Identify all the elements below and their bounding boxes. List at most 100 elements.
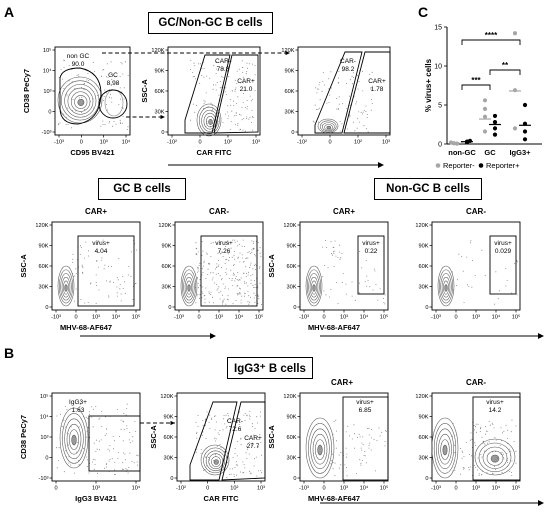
r2p2-ytick: 120K: [158, 223, 171, 229]
c-point-Reporter+: [467, 138, 473, 143]
b1-gate-name: IgG3+: [69, 399, 87, 406]
p1-ytick: 10⁵: [43, 47, 52, 54]
b3-xtick: -10³: [299, 486, 309, 492]
p2-contour: [208, 119, 213, 125]
b1-xtick: 0: [54, 486, 57, 492]
b3-xtick: 0: [322, 486, 325, 492]
b3-gate: [342, 396, 389, 481]
p1-contour: [57, 76, 103, 124]
b3-ytick: 30K: [287, 456, 297, 462]
r2p2-gate-value: 7.26: [218, 248, 231, 255]
c-point-Reporter-: [482, 114, 488, 119]
b4-events: [452, 419, 517, 476]
b2-carneg-value: 72.6: [229, 426, 242, 433]
p1-ytick: 10⁴: [43, 68, 52, 75]
r2p1-ytick: 60K: [39, 264, 49, 270]
c-ytick: 5: [438, 103, 442, 110]
c-legend-label: Reporter+: [486, 161, 520, 170]
b2-ytick: 120K: [160, 394, 173, 400]
r2p4-gate-name: virus+: [494, 240, 512, 247]
p3-xtick: 10²: [354, 140, 362, 146]
c-point-Reporter-: [448, 140, 454, 145]
p3-ytick: 90K: [285, 69, 295, 75]
b1-gate-value: 1.63: [72, 407, 85, 414]
p3-frame: [297, 46, 391, 136]
r2p3-ytick: 120K: [283, 223, 296, 229]
p2-gate-carpos: [213, 54, 259, 134]
r2p2-ytick: 30K: [162, 285, 172, 291]
p1-gate-nongc: [59, 67, 102, 125]
b3-xtick: 10³: [340, 486, 348, 492]
arrow-igg3-to-b2-head: [170, 420, 175, 426]
b2-events: [195, 411, 263, 478]
p3-xtick: 10³: [382, 140, 390, 146]
r2p4-xtick: 10³: [472, 315, 480, 321]
c-sig-bracket: [461, 84, 491, 90]
p1-ytick: 10³: [43, 89, 51, 95]
arrow-gc-to-p2-head: [160, 114, 165, 120]
r2p1-gate: [77, 235, 135, 307]
r2p4-contour: [439, 269, 453, 304]
title-igg3: IgG3⁺ B cells: [227, 357, 313, 379]
arrow-row2-right-head: [538, 333, 544, 339]
r2p1-xtick: -10³: [51, 315, 61, 321]
b3-ytick: 0: [293, 476, 296, 482]
b3-ytick: 60K: [287, 435, 297, 441]
b4b-contour: [478, 442, 512, 473]
c-point-Reporter+: [492, 126, 498, 131]
r2p1-contour: [63, 280, 69, 295]
r2p3-contour: [307, 269, 321, 304]
p1-ytick: 0: [48, 110, 51, 116]
r2p4-gate: [489, 235, 517, 295]
r2p1-ytick: 90K: [39, 244, 49, 250]
b1-xtick: 10³: [92, 486, 100, 492]
b2-ylabel: SSC-A: [149, 425, 158, 449]
p1-xtick: 10³: [100, 140, 108, 146]
r2p3-ytick: 60K: [287, 264, 297, 270]
r2p3-xlabel: MHV-68-AF647: [308, 323, 360, 332]
b2-xlabel: CAR FITC: [204, 494, 240, 503]
b4-contour: [436, 428, 454, 470]
r2p1-ytick: 120K: [35, 223, 48, 229]
b2-ytick: 30K: [164, 456, 174, 462]
b4-contour: [440, 439, 450, 460]
r2p2-events: [195, 239, 262, 305]
c-point-Reporter+: [522, 129, 528, 134]
b3-contour: [315, 439, 325, 460]
b4-gate-value: 14.2: [489, 407, 502, 414]
b2-gate-carpos: [221, 401, 266, 481]
b1-ytick: 10³: [40, 435, 48, 441]
b4-gate: [472, 396, 521, 481]
b1-xlabel: IgG3 BV421: [75, 494, 117, 503]
c-point-Reporter-: [482, 98, 488, 103]
b1-ytick: 10⁴: [40, 414, 49, 421]
b3-contour: [317, 444, 323, 456]
p2-xtick: 10³: [252, 140, 260, 146]
c-sig-label: **: [502, 61, 509, 70]
c-point-Reporter-: [512, 31, 518, 36]
r2p1-contour: [57, 265, 75, 307]
panel-label-c: C: [418, 4, 429, 20]
c-sig-bracket: [461, 39, 521, 45]
r2p1-xtick: 10³: [92, 315, 100, 321]
b4b-contour: [474, 438, 516, 476]
b4-ytick: 120K: [415, 394, 428, 400]
title-gc-noncgc: GC/Non-GC B cells: [148, 12, 273, 34]
r2p4-events: [452, 240, 518, 305]
p1-xlabel: CD95 BV421: [70, 148, 114, 157]
c-category: GC: [484, 148, 496, 157]
p1-events: [58, 59, 129, 130]
b2-contour: [213, 459, 219, 465]
p1-contour: [67, 87, 94, 115]
p2-ytick: 0: [161, 130, 164, 136]
p2-carneg-name: CAR-: [215, 58, 231, 65]
arrow-nongc-to-p3-head: [285, 50, 290, 56]
r2p4-contour: [444, 284, 448, 292]
b4b-contour: [482, 446, 508, 469]
b1-contour: [69, 429, 79, 450]
r2p2-xtick: 0: [197, 315, 200, 321]
c-legend-marker: [478, 163, 484, 168]
r2p1-contour: [59, 269, 73, 304]
r2p4-ytick: 0: [425, 305, 428, 311]
b2-contour: [205, 450, 226, 472]
